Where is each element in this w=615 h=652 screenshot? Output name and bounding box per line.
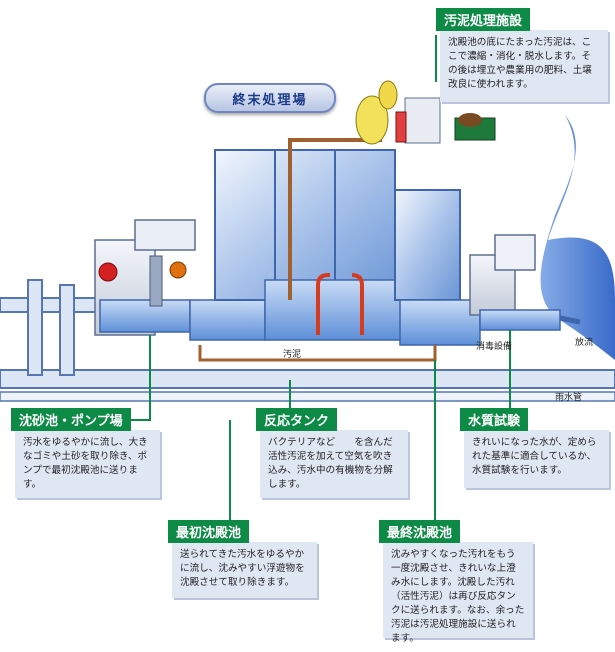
rain-pipe — [0, 391, 615, 402]
callout-text: バクテリアなど を含んだ活性汚泥を加えて空気を吹き込み、汚水中の有機物を分解しま… — [268, 437, 393, 490]
callout-grit-pump: 沈砂池・ポンプ場 汚水をゆるやかに流し、大きなゴミや土砂を取り除き、ポンプで最初… — [11, 408, 160, 498]
air-diffuser — [316, 273, 364, 335]
callout-heading: 沈砂池・ポンプ場 — [11, 408, 131, 431]
river — [540, 115, 615, 360]
discharge-label: 放流 — [575, 338, 594, 348]
sludge-building — [404, 97, 441, 144]
sludge-pipe — [198, 345, 437, 362]
callout-heading: 水質試験 — [460, 408, 529, 431]
callout-heading: 最終沈殿池 — [379, 520, 461, 543]
callout-text: 汚水をゆるやかに流し、大きなゴミや土砂を取り除き、ポンプで最初沈殿池に送ります。 — [23, 437, 148, 490]
callout-text: 送られてきた汚水をゆるやかに流し、沈みやすい浮遊物を沈殿させて取り除きます。 — [180, 549, 305, 588]
disinfection-label: 消毒設備 — [476, 342, 513, 352]
reaction-tank — [264, 279, 406, 341]
callout-reaction-tank: 反応タンク バクテリアなど を含んだ活性汚泥を加えて空気を吹き込み、汚水中の有機… — [256, 408, 408, 498]
disinfection-unit — [494, 234, 536, 271]
callout-text: 沈殿池の底にたまった汚泥は、ここで濃縮・消化・脱水します。その後は埋立や農業用の… — [448, 37, 592, 90]
main-sewer-pipe — [0, 369, 615, 389]
callout-water-test: 水質試験 きれいになった水が、定められた基準に適合しているか、水質試験を行います… — [460, 408, 609, 488]
primary-settling-tank — [189, 299, 266, 341]
callout-heading: 汚泥処理施設 — [436, 8, 531, 31]
callout-primary-settling: 最初沈殿池 送られてきた汚水をゆるやかに流し、沈みやすい浮遊物を沈殿させて取り除… — [168, 520, 317, 598]
digester-tank — [355, 95, 389, 145]
callout-final-settling: 最終沈殿池 沈みやすくなった汚れをもう一度沈殿させ、きれいな上澄み水にします。沈… — [379, 520, 533, 644]
page-title: 終末処理場 — [204, 83, 336, 113]
callout-text: 沈みやすくなった汚れをもう一度沈殿させ、きれいな上澄み水にします。沈殿した汚れ（… — [391, 549, 525, 644]
callout-text: きれいになった水が、定められた基準に適合しているか、水質試験を行います。 — [472, 437, 597, 476]
callout-heading: 最初沈殿池 — [168, 520, 250, 543]
sludge-label: 汚泥 — [283, 350, 302, 360]
final-settling-tank — [399, 299, 481, 346]
callout-sludge-facility: 汚泥処理施設 沈殿池の底にたまった汚泥は、ここで濃縮・消化・脱水します。その後は… — [436, 8, 608, 102]
callout-heading: 反応タンク — [256, 408, 338, 431]
inlet-pipe-left — [0, 297, 101, 313]
pump-icon — [98, 262, 118, 282]
rain-pipe-label: 雨水管 — [555, 393, 583, 403]
